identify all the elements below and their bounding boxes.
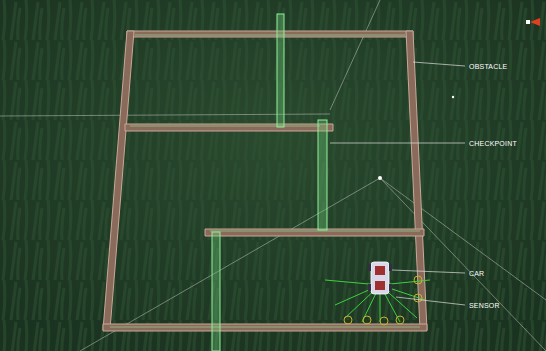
checkpoints [212,14,327,351]
leader-lines [330,62,465,305]
sensor-hits [344,276,422,325]
part-label: OBSTACLE [469,62,507,71]
light-point [378,176,382,180]
view-gizmo [526,18,540,26]
car [368,262,392,294]
obstacle-walls [103,31,427,331]
part-label: CHECKPOINT [469,139,517,148]
light-point [452,96,454,98]
sensor-rays [325,280,430,322]
part-label: CAR [469,269,484,278]
part-label: SENSOR [469,301,500,310]
checkpoint-edges [110,35,420,327]
